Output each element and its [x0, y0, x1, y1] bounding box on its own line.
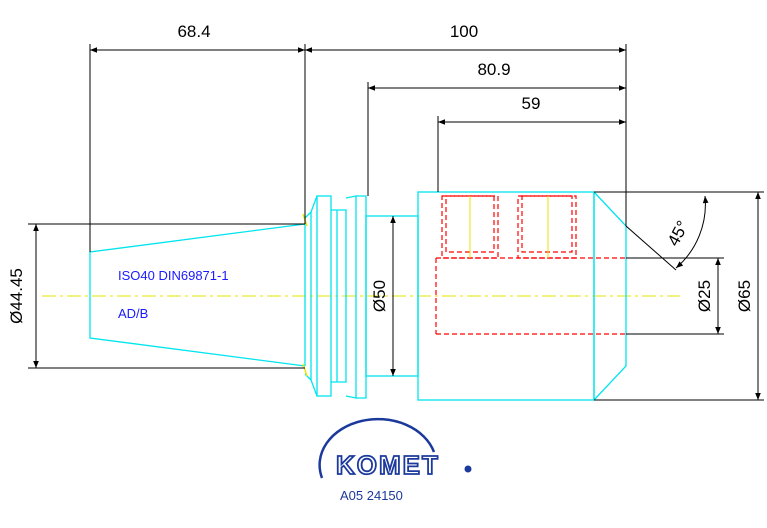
part-outline	[89, 191, 627, 401]
part-labels: ISO40 DIN69871-1 AD/B	[118, 268, 229, 321]
dim-angle-45: 45°	[664, 218, 693, 250]
form-label: AD/B	[118, 306, 148, 321]
hidden-lines	[435, 195, 626, 335]
dimension-lines	[28, 44, 764, 401]
logo-dot	[464, 465, 472, 473]
part-number: A05 24150	[340, 488, 403, 503]
dim-dia-44-45: Ø44.45	[7, 268, 26, 324]
dim-100: 100	[450, 22, 478, 41]
dim-59: 59	[522, 94, 541, 113]
thread-centerlines	[469, 196, 549, 258]
dim-dia-25: Ø25	[695, 280, 714, 312]
standard-label: ISO40 DIN69871-1	[118, 268, 229, 283]
dim-dia-50: Ø50	[370, 280, 389, 312]
logo-wordmark: KOMET	[336, 450, 440, 480]
dim-dia-65: Ø65	[735, 280, 754, 312]
dim-80-9: 80.9	[477, 60, 510, 79]
logo-arc	[318, 417, 436, 479]
dim-68-4: 68.4	[177, 22, 210, 41]
komet-logo: KOMET A05 24150	[318, 417, 472, 503]
